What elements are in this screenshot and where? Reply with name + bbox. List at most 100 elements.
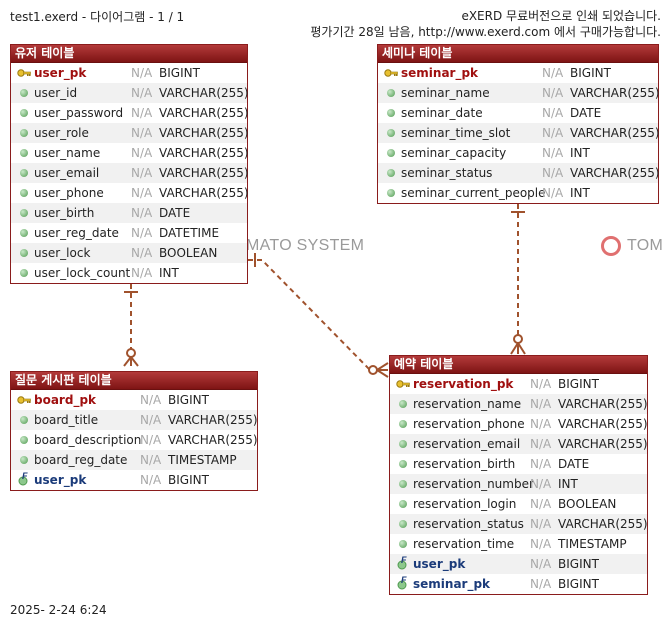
column-icon (396, 414, 410, 434)
column-icon (384, 103, 398, 123)
column-type: INT (570, 186, 590, 200)
column-type: VARCHAR(255) (558, 517, 648, 531)
column-type: DATETIME (159, 226, 220, 240)
column-null-label: N/A (131, 86, 153, 100)
column-name: seminar_date (401, 106, 483, 120)
column-icon (17, 83, 31, 103)
column-name: reservation_phone (413, 417, 525, 431)
column-type: VARCHAR(255) (558, 437, 648, 451)
column-icon (17, 430, 31, 450)
column-null-label: N/A (131, 206, 153, 220)
column-row-seminar-status[interactable]: seminar_status N/A VARCHAR(255) (378, 163, 660, 183)
column-type: VARCHAR(255) (558, 417, 648, 431)
column-null-label: N/A (530, 397, 552, 411)
column-type: BIGINT (159, 66, 200, 80)
watermark-logo-icon (601, 236, 621, 256)
column-icon (384, 83, 398, 103)
relation-user-reservation (248, 259, 389, 371)
column-name: seminar_capacity (401, 146, 507, 160)
column-icon (17, 223, 31, 243)
column-name: reservation_time (413, 537, 515, 551)
column-name: user_lock_count (34, 266, 131, 280)
column-name: seminar_current_people (401, 186, 546, 200)
column-icon (396, 494, 410, 514)
column-name: seminar_status (401, 166, 493, 180)
column-null-label: N/A (131, 166, 153, 180)
column-name: user_birth (34, 206, 95, 220)
column-null-label: N/A (530, 497, 552, 511)
column-type: BOOLEAN (558, 497, 617, 511)
column-icon (17, 163, 31, 183)
column-null-label: N/A (530, 377, 552, 391)
column-null-label: N/A (140, 393, 162, 407)
column-null-label: N/A (131, 226, 153, 240)
column-name: reservation_birth (413, 457, 516, 471)
column-name: user_phone (34, 186, 104, 200)
column-icon (396, 394, 410, 414)
column-name: user_email (34, 166, 100, 180)
license-notice-line2: 평가기간 28일 남음, http://www.exerd.com 에서 구매가… (310, 25, 661, 39)
column-null-label: N/A (131, 246, 153, 260)
primary-key-icon (384, 63, 398, 83)
column-icon (17, 123, 31, 143)
column-icon (384, 183, 398, 203)
svg-text:F: F (22, 471, 28, 481)
column-type: VARCHAR(255) (159, 126, 249, 140)
column-icon (384, 163, 398, 183)
column-null-label: N/A (530, 437, 552, 451)
column-type: VARCHAR(255) (159, 86, 249, 100)
column-icon (17, 103, 31, 123)
svg-text:F: F (401, 575, 407, 585)
column-null-label: N/A (542, 166, 564, 180)
column-type: DATE (558, 457, 590, 471)
column-type: VARCHAR(255) (570, 166, 660, 180)
column-null-label: N/A (140, 473, 162, 487)
column-name: user_reg_date (34, 226, 119, 240)
column-null-label: N/A (131, 186, 153, 200)
license-notice-line1: eXERD 무료버전으로 인쇄 되었습니다. (461, 9, 661, 23)
entity-title: 세미나 테이블 (378, 45, 658, 63)
column-null-label: N/A (542, 86, 564, 100)
column-null-label: N/A (530, 517, 552, 531)
column-row-user-reg-date[interactable]: user_reg_date N/A DATETIME (11, 223, 247, 243)
primary-key-icon (17, 390, 31, 410)
document-title: test1.exerd - 다이어그램 - 1 / 1 (10, 10, 185, 24)
column-name: reservation_name (413, 397, 522, 411)
